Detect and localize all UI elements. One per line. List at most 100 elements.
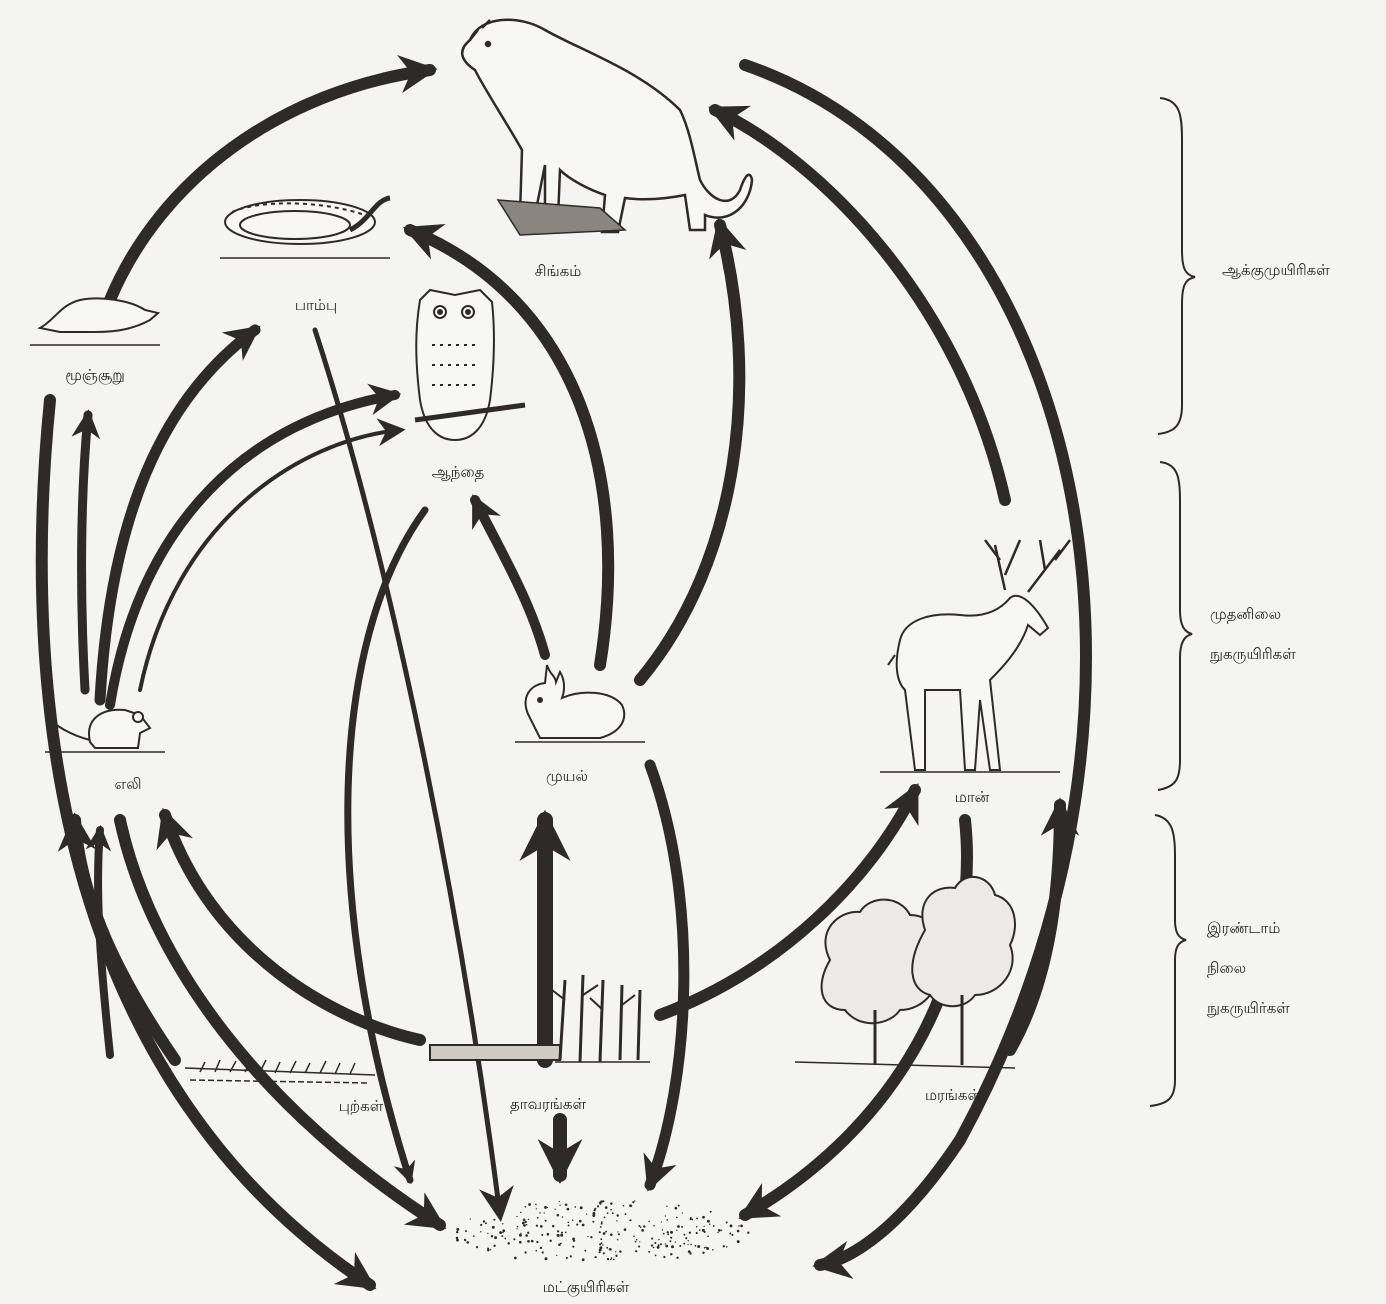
decomposer-dot — [480, 1223, 483, 1226]
decomposer-dot — [675, 1216, 678, 1219]
decomposer-dot — [709, 1223, 711, 1225]
decomposer-dot — [681, 1225, 684, 1228]
decomposer-dot — [567, 1221, 570, 1224]
decomposer-dot — [725, 1245, 728, 1248]
decomposer-dot — [560, 1233, 564, 1237]
deer-illustration — [880, 539, 1071, 773]
decomposer-dot — [683, 1233, 686, 1236]
decomposer-dot — [558, 1201, 560, 1203]
decomposer-dot — [634, 1200, 636, 1202]
decomposer-dot — [602, 1200, 605, 1203]
decomposer-dot — [687, 1250, 691, 1253]
decomposer-dot — [598, 1248, 602, 1252]
lion-illustration — [461, 18, 754, 236]
group-bottom-line-2: நிலை — [1207, 959, 1247, 977]
decomposer-dot — [560, 1232, 563, 1234]
decomposer-dot — [648, 1250, 651, 1253]
decomposer-dot — [610, 1258, 612, 1261]
decomposer-dot — [663, 1255, 666, 1259]
decomposer-dot — [638, 1245, 641, 1248]
decomposer-dot — [539, 1246, 543, 1250]
group-bottom-line-1: இரண்டாம் — [1207, 919, 1281, 937]
decomposer-dot — [479, 1231, 482, 1233]
decomposer-dot — [617, 1233, 620, 1236]
decomposer-dot — [466, 1241, 469, 1244]
decomposer-dot — [598, 1251, 601, 1254]
decomposer-dot — [729, 1224, 733, 1228]
decomposer-dot — [736, 1229, 740, 1233]
decomposer-dot — [652, 1246, 655, 1249]
decomposer-dot — [635, 1238, 638, 1241]
decomposer-dot — [544, 1219, 547, 1222]
decomposer-dot — [698, 1229, 701, 1231]
decomposer-dot — [541, 1233, 544, 1236]
decomposer-dot — [493, 1244, 496, 1247]
decomposer-dot — [491, 1225, 495, 1229]
decomposer-dot — [633, 1235, 635, 1237]
decomposer-dot — [701, 1228, 705, 1232]
decomposer-dot — [639, 1241, 641, 1243]
decomposer-dot — [464, 1238, 466, 1241]
decomposer-dot — [694, 1244, 697, 1247]
decomposer-dot — [653, 1224, 655, 1227]
decomposer-dot — [549, 1239, 552, 1242]
arrow-deer-lion — [708, 104, 1011, 506]
decomposer-dot — [616, 1238, 619, 1241]
decomposer-dot — [729, 1232, 732, 1235]
decomposer-dot — [535, 1208, 538, 1210]
decomposer-dot — [600, 1242, 603, 1245]
decomposer-dot — [602, 1232, 606, 1235]
decomposer-dot — [665, 1244, 669, 1248]
decomposer-dot — [493, 1218, 496, 1221]
decomposer-dot — [487, 1248, 490, 1252]
arrow-trees-deer — [1004, 797, 1080, 1056]
decomposer-dot — [635, 1250, 638, 1253]
decomposer-dot — [536, 1240, 539, 1244]
label-snake: பாம்பு — [294, 296, 338, 314]
decomposer-dot — [695, 1231, 698, 1235]
label-mongoose: மூஞ்சூறு — [65, 366, 125, 384]
decomposer-dot — [604, 1206, 608, 1209]
decomposer-dot — [600, 1200, 603, 1203]
decomposer-dot — [522, 1218, 526, 1222]
decomposer-dot — [536, 1216, 539, 1219]
decomposer-dot — [513, 1256, 517, 1260]
decomposer-dot — [722, 1245, 725, 1248]
decomposer-dot — [656, 1245, 660, 1249]
label-grasses: புற்கள் — [338, 1097, 384, 1115]
decomposer-dot — [556, 1230, 560, 1233]
decomposer-dot — [616, 1214, 619, 1217]
decomposer-dot — [564, 1231, 567, 1234]
decomposer-dot — [456, 1238, 459, 1242]
decomposer-dot — [581, 1223, 585, 1227]
decomposer-dot — [544, 1257, 548, 1261]
decomposer-dot — [687, 1243, 689, 1246]
decomposer-dot — [581, 1258, 585, 1262]
decomposer-dot — [599, 1226, 602, 1228]
decomposer-dot — [596, 1205, 600, 1208]
decomposer-dot — [650, 1244, 654, 1247]
decomposer-dot — [697, 1245, 701, 1248]
decomposer-dot — [502, 1229, 506, 1233]
decomposer-dot — [702, 1215, 705, 1219]
decomposer-dot — [520, 1232, 522, 1234]
decomposer-dot — [520, 1211, 522, 1214]
label-deer: மான் — [954, 788, 990, 806]
decomposer-dot — [504, 1237, 507, 1240]
decomposer-dot — [516, 1228, 518, 1230]
decomposer-dot — [690, 1243, 692, 1246]
decomposer-dot — [706, 1247, 710, 1250]
decomposer-dot — [670, 1236, 673, 1239]
decomposer-dot — [525, 1223, 528, 1226]
decomposer-dot — [551, 1224, 555, 1228]
arrow-rabbit-lion — [634, 217, 747, 686]
decomposer-dot — [606, 1257, 610, 1261]
decomposer-dot — [485, 1222, 487, 1225]
decomposer-dot — [569, 1255, 572, 1258]
arrow-rat-decomposers — [114, 814, 447, 1231]
arrow-grass-rat-2 — [85, 824, 114, 1059]
decomposer-dot — [590, 1236, 593, 1239]
decomposer-dot — [703, 1246, 706, 1249]
decomposer-dot — [609, 1248, 612, 1251]
decomposer-dot — [598, 1231, 601, 1234]
